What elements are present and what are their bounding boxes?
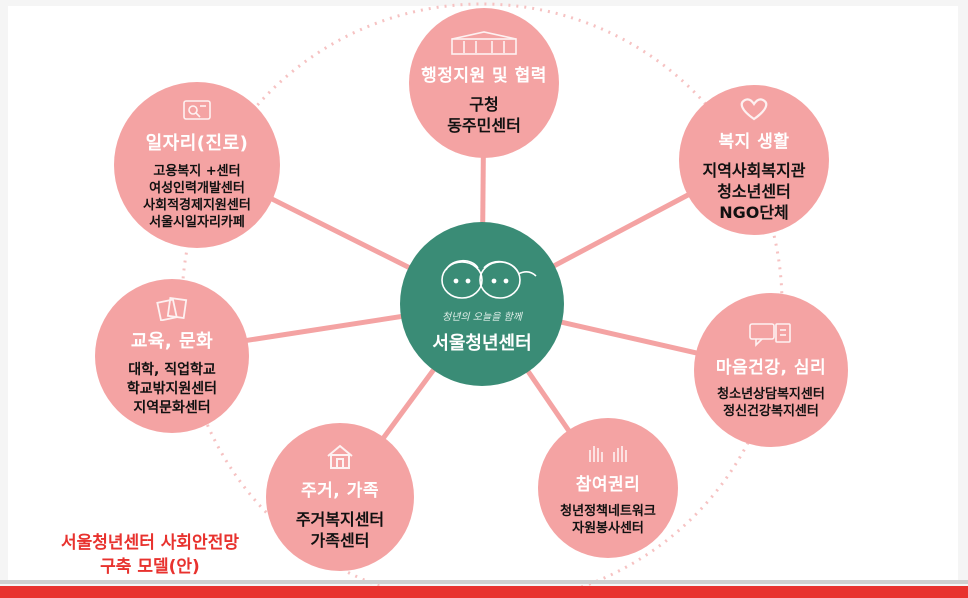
- node-job-item: 서울시일자리카페: [149, 215, 245, 230]
- node-welfare-title: 복지 생활: [718, 132, 790, 152]
- node-mental-item: 청소년상담복지센터: [717, 386, 825, 402]
- node-admin-item: 구청: [469, 94, 499, 114]
- center-node: 청년의 오늘을 함께 서울청년센터: [400, 222, 564, 386]
- bottom-accent-bar: [0, 586, 968, 598]
- node-welfare-item: 청소년센터: [717, 182, 791, 201]
- books-icon: [155, 295, 189, 321]
- node-edu-title: 교육, 문화: [130, 330, 214, 352]
- node-housing-item: 주거복지센터: [295, 509, 385, 529]
- job-board-icon: [182, 99, 212, 123]
- bottom-divider: [0, 580, 968, 584]
- node-edu-item: 학교밖지원센터: [126, 380, 218, 397]
- heart-hands-icon: [737, 97, 771, 121]
- node-admin-item: 동주민센터: [447, 115, 521, 135]
- node-welfare: 복지 생활 지역사회복지관 청소년센터 NGO단체: [679, 85, 829, 235]
- node-job: 일자리(진로) 고용복지 +센터 여성인력개발센터 사회적경제지원센터 서울시일…: [114, 82, 280, 248]
- node-rights-item: 자원봉사센터: [572, 520, 644, 536]
- node-mental: 마음건강, 심리 청소년상담복지센터 정신건강복지센터: [694, 293, 848, 447]
- node-edu-item: 지역문화센터: [133, 399, 211, 416]
- center-tagline: 청년의 오늘을 함께: [442, 311, 522, 323]
- center-label: 서울청년센터: [432, 332, 532, 354]
- node-rights-item: 청년정책네트워크: [560, 503, 656, 519]
- building-icon: [450, 30, 518, 55]
- node-rights: 참여권리 청년정책네트워크 자원봉사센터: [538, 418, 678, 558]
- node-edu: 교육, 문화 대학, 직업학교 학교밖지원센터 지역문화센터: [95, 279, 249, 433]
- node-job-item: 여성인력개발센터: [149, 181, 245, 196]
- house-icon: [325, 444, 355, 470]
- node-admin: 행정지원 및 협력 구청 동주민센터: [409, 8, 559, 158]
- node-housing-item: 가족센터: [310, 530, 370, 550]
- node-mental-item: 정신건강복지센터: [723, 403, 819, 419]
- caption-line-2: 구축 모델(안): [100, 557, 200, 577]
- caption-line-1: 서울청년센터 사회안전망: [61, 533, 239, 553]
- node-housing-title: 주거, 가족: [301, 480, 379, 501]
- node-job-title: 일자리(진로): [145, 133, 249, 154]
- node-welfare-item: 지역사회복지관: [702, 161, 806, 180]
- node-rights-title: 참여권리: [575, 474, 641, 495]
- raised-hands-icon: [586, 440, 630, 464]
- node-housing: 주거, 가족 주거복지센터 가족센터: [266, 423, 414, 571]
- node-edu-item: 대학, 직업학교: [128, 361, 216, 378]
- diagram-caption: 서울청년센터 사회안전망 구축 모델(안): [20, 531, 280, 579]
- node-mental-title: 마음건강, 심리: [715, 357, 827, 378]
- node-job-item: 사회적경제지원센터: [143, 198, 251, 213]
- chat-bubble-icon: [748, 321, 794, 347]
- node-admin-title: 행정지원 및 협력: [421, 65, 547, 86]
- two-faces-logo-icon: [422, 254, 542, 304]
- node-job-item: 고용복지 +센터: [153, 164, 241, 179]
- node-welfare-item: NGO단체: [719, 203, 789, 222]
